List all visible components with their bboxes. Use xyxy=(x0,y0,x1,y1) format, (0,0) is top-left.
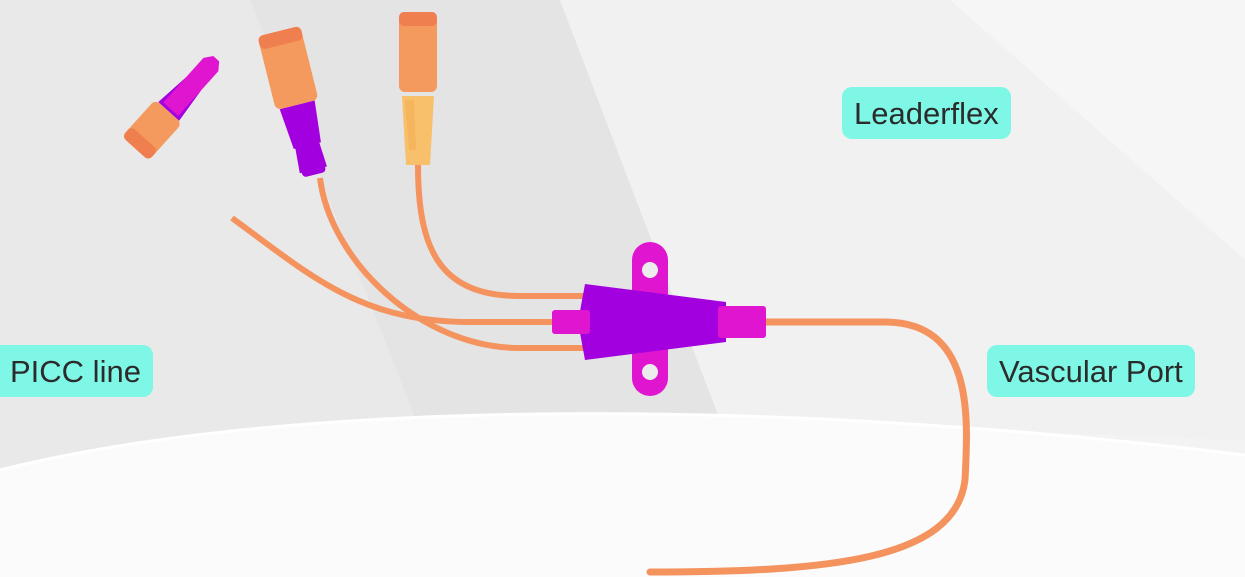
lumen-cap-2 xyxy=(258,26,327,177)
label-vascular-port: Vascular Port xyxy=(987,345,1195,397)
lumen-cap-1 xyxy=(123,55,220,159)
label-leaderflex: Leaderflex xyxy=(842,87,1011,139)
catheter-tubing xyxy=(646,318,970,576)
lumen-extension-1 xyxy=(230,215,560,325)
lumen-extension-2 xyxy=(317,177,590,351)
hub-connector xyxy=(552,242,766,396)
lumen-cap-3 xyxy=(399,12,437,165)
suture-wings xyxy=(632,242,668,396)
lumen-extension-3 xyxy=(415,164,590,299)
label-picc-line: PICC line xyxy=(0,345,153,397)
